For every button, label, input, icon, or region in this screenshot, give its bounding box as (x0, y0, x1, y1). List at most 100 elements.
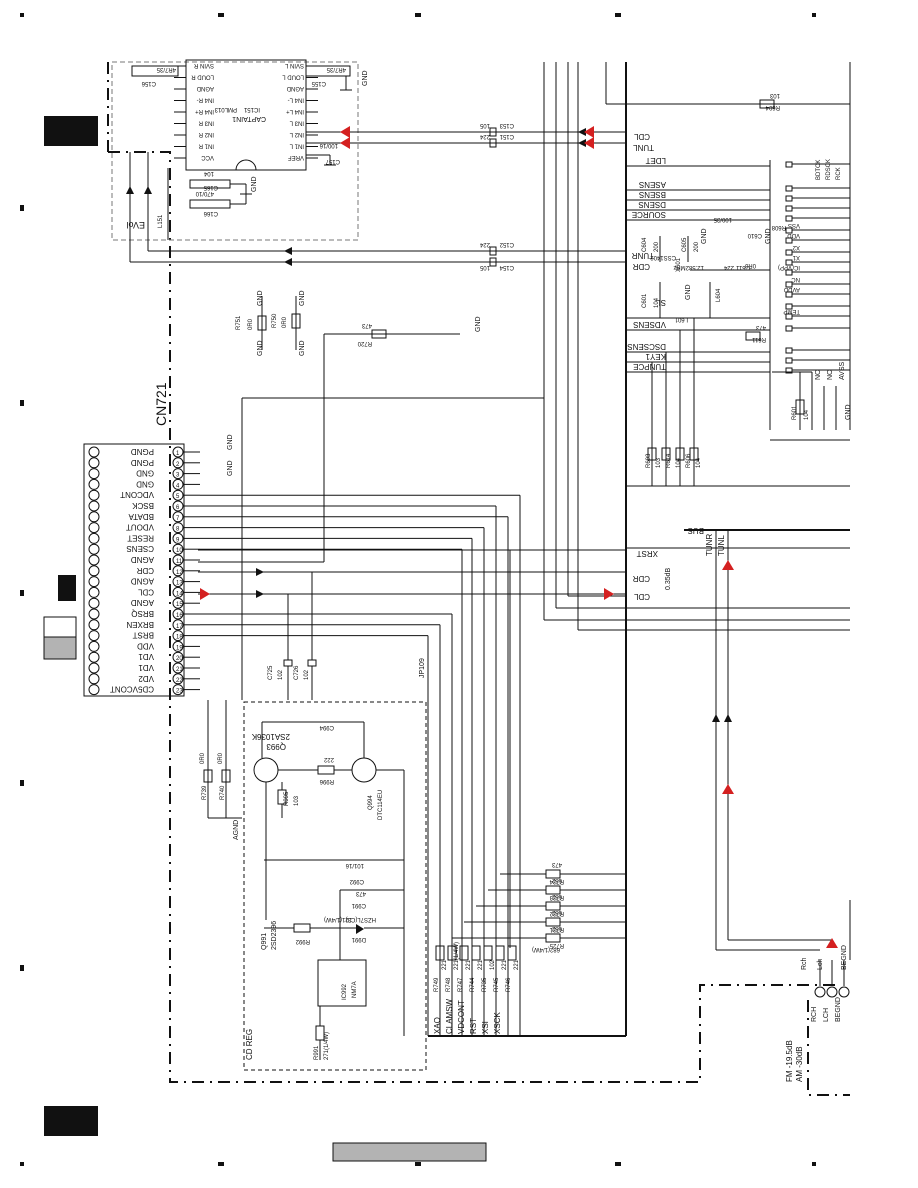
svg-text:2SD2396: 2SD2396 (271, 921, 278, 950)
ic151-ref: IC151 (243, 106, 260, 112)
svg-text:103: 103 (294, 795, 300, 806)
svg-text:Q991: Q991 (261, 933, 268, 950)
red-arrow-tunl (340, 137, 350, 149)
right-ic-pin: RDSCK (826, 159, 832, 180)
bottom-caption-box (332, 1142, 487, 1162)
svg-text:DTC114EU: DTC114EU (378, 790, 384, 820)
cn721-pin-num: 9 (176, 537, 180, 543)
side-tab-gray (43, 636, 77, 660)
cn721-pin-name: PGND (131, 458, 154, 467)
cn721-pin-marker (172, 608, 184, 620)
ic151-left-pin: IN4 R+ (195, 108, 214, 114)
svg-text:121(1/4W): 121(1/4W) (324, 916, 352, 922)
right-ic-pin: VDD (787, 232, 800, 238)
bank-resistor-ref: R735 (482, 977, 488, 992)
svg-text:Q993: Q993 (266, 742, 286, 751)
cn721-pin-marker (172, 489, 184, 501)
cn721-pin-num: 13 (176, 581, 183, 587)
svg-text:473: 473 (361, 322, 372, 328)
right-ic-pin: SL (656, 298, 666, 307)
ic151-right-pin: SVIN L (284, 62, 304, 68)
cn721-extra-wiring (198, 334, 626, 948)
bank-resistor-ref: R744 (470, 977, 476, 992)
top-cap-labels: 105 C153 224 C151 224 C152 105 C154 (479, 122, 514, 270)
cn721-pin-name: BDATA (128, 512, 154, 521)
svg-text:RCH: RCH (811, 1007, 818, 1022)
svg-text:0R0: 0R0 (248, 318, 254, 330)
svg-text:200: 200 (654, 241, 660, 252)
svg-text:CDL: CDL (633, 592, 650, 601)
svg-text:D991: D991 (351, 936, 366, 942)
right-ic-pin: DSENS (638, 200, 666, 209)
bank-resistor (459, 945, 469, 961)
svg-text:103: 103 (769, 92, 780, 98)
svg-text:CDR: CDR (632, 574, 650, 583)
c166-group: C166 470/10 (189, 190, 247, 216)
bank-resistor-ref: R748 (446, 977, 452, 992)
svg-text:R611: R611 (751, 336, 766, 342)
right-ic-pin: ASENS (639, 180, 666, 189)
svg-text:R601: R601 (792, 405, 798, 420)
bank-resistor (483, 945, 493, 961)
cn721-contact (88, 684, 100, 696)
right-ic-pin: DSCSENS (627, 342, 666, 351)
side-tab-mid (58, 575, 76, 601)
cn721-pin-num: 17 (176, 624, 183, 630)
svg-text:BEGND: BEGND (841, 945, 848, 970)
cn721-body (83, 443, 185, 697)
svg-text:R991: R991 (314, 1045, 320, 1060)
svg-text:102: 102 (278, 669, 284, 680)
svg-text:GND: GND (765, 228, 772, 244)
bank-resistor-value: 221(1/4W) (454, 942, 460, 970)
cn721-pin-marker (172, 446, 184, 458)
boundary-main (108, 151, 840, 1083)
right-ic-pin: TEMP (783, 308, 800, 314)
svg-text:L601: L601 (674, 316, 688, 322)
svg-text:R750: R750 (272, 313, 278, 328)
pull-resistor-ref: R721 (549, 926, 564, 932)
svg-text:BEGND: BEGND (835, 997, 842, 1022)
svg-text:GND: GND (701, 228, 708, 244)
svg-text:0R0: 0R0 (218, 752, 224, 764)
svg-text:C153: C153 (499, 122, 514, 128)
svg-text:GND: GND (685, 284, 692, 300)
cn721-contact (88, 608, 100, 620)
svg-text:C157: C157 (325, 158, 340, 164)
cn721-pin-marker (172, 640, 184, 652)
cd-reg-components: Q993 2SA1036K Q994 DTC114EU R996 222 R99… (251, 724, 384, 1060)
right-ic-pin: SOURCE (632, 210, 666, 219)
cn721-pin-num: 14 (176, 591, 183, 597)
svg-text:C165: C165 (203, 184, 218, 190)
cn721-pin-num: 5 (176, 494, 180, 500)
cn721-pin-num: 2 (176, 462, 180, 468)
cn721-pin-num: 1 (176, 451, 180, 457)
cn721-pin-marker (172, 662, 184, 674)
svg-text:GND: GND (475, 316, 482, 332)
r750-group: R750 0R0 GND GND (272, 290, 306, 356)
ic151-right-pin: VREF (288, 154, 304, 160)
svg-text:C156: C156 (141, 80, 156, 86)
side-tab-top (44, 116, 98, 146)
bank-resistor (435, 945, 445, 961)
cn721-pin-name: BRSQ (131, 609, 154, 618)
cn721-contact (88, 457, 100, 469)
svg-text:C611: C611 (735, 264, 750, 270)
cn721-contact (88, 500, 100, 512)
svg-text:GND: GND (227, 434, 234, 450)
svg-text:GND: GND (257, 290, 264, 306)
bottom-net-name: CLAMSW (445, 998, 454, 1034)
pull-resistor-value: 682 (551, 877, 562, 883)
cn721-pin-name: VD2 (138, 674, 154, 683)
svg-text:103: 103 (656, 457, 662, 468)
c156-group: C156 4R7/35 (131, 65, 179, 86)
cn721-pin-num: 8 (176, 527, 180, 533)
svg-text:GND: GND (257, 340, 264, 356)
cn721-pin-marker (172, 597, 184, 609)
bank-resistor (507, 945, 517, 961)
cn721-pin-num: 10 (176, 548, 183, 554)
ic151-name: CAPTAIN1 (232, 115, 266, 122)
bank-resistor (447, 945, 457, 961)
cn721-pin-marker (172, 532, 184, 544)
